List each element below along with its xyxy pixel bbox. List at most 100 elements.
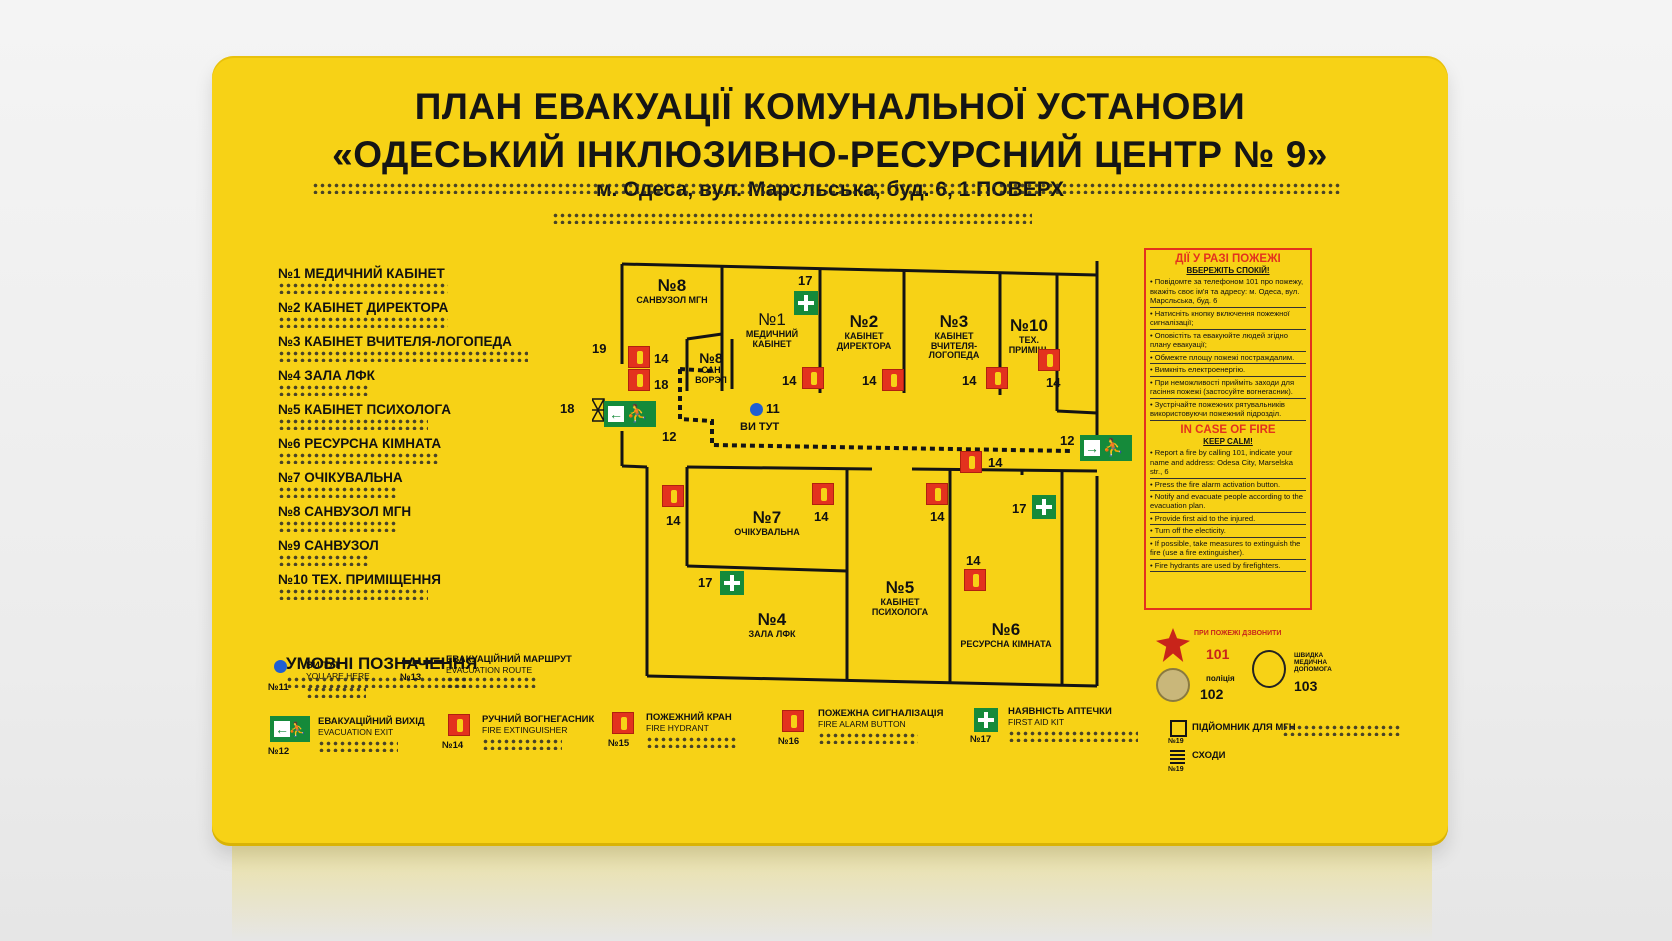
you-are-here-marker bbox=[750, 403, 763, 416]
fire-extinguisher-legend-icon bbox=[448, 714, 470, 736]
room-10-label: №10 ТЕХ. ПРИМІЩ. bbox=[1000, 316, 1058, 355]
legend-exit-en: EVACUATION EXIT bbox=[318, 727, 394, 737]
legend-you-here-ua: ВИ ТУТ bbox=[306, 660, 340, 671]
label-14: 14 bbox=[666, 513, 681, 528]
arrow-right-icon: → bbox=[1084, 440, 1100, 456]
floor-plan: №8 САНВУЗОЛ МГН №8 САН ВОРЭЛ №1 МЕДИЧНИЙ… bbox=[560, 261, 1132, 731]
legend-lift: ПІДЙОМНИК ДЛЯ МГН bbox=[1192, 722, 1296, 733]
fire-extinguisher-icon bbox=[964, 569, 986, 591]
fire-extinguisher-icon bbox=[926, 483, 948, 505]
panel-en-item: • If possible, take measures to extingui… bbox=[1150, 539, 1306, 560]
room-1-name: МЕДИЧНИЙ КАБІНЕТ bbox=[745, 328, 799, 349]
braille-legend-3 bbox=[318, 740, 398, 752]
room-10-number: №10 bbox=[1010, 316, 1048, 335]
room-8b-label: №8 САН ВОРЭЛ bbox=[688, 350, 734, 386]
evacuation-route-legend-icon bbox=[402, 660, 442, 664]
braille-legend-2 bbox=[446, 676, 536, 688]
running-person-icon: ⛹ bbox=[288, 721, 306, 737]
panel-en-subheading: KEEP CALM! bbox=[1203, 437, 1253, 447]
label-17: 17 bbox=[698, 575, 713, 590]
braille-legend-heading bbox=[286, 676, 466, 688]
legend-aid-number: №17 bbox=[970, 734, 992, 745]
room-7-label: №7 ОЧІКУВАЛЬНА bbox=[702, 508, 832, 538]
legend-exit: ЕВАКУАЦІЙНИЙ ВИХІД EVACUATION EXIT bbox=[318, 716, 425, 737]
room-3-number: №3 bbox=[939, 312, 969, 331]
label-14: 14 bbox=[930, 509, 945, 524]
police-badge-icon bbox=[1156, 668, 1190, 702]
room-4-label: №4 ЗАЛА ЛФК bbox=[712, 610, 832, 640]
police-label: поліція bbox=[1206, 674, 1235, 683]
arrow-left-icon: ← bbox=[608, 406, 624, 422]
label-14: 14 bbox=[782, 373, 797, 388]
fire-alarm-icon bbox=[986, 367, 1008, 389]
panel-ua-item: • Вимкніть електроенергію. bbox=[1150, 365, 1306, 377]
label-14: 14 bbox=[862, 373, 877, 388]
braille-legend-1 bbox=[306, 686, 366, 698]
braille-title-2 bbox=[552, 212, 1032, 224]
running-person-icon: ⛹ bbox=[1102, 438, 1124, 457]
legend-route-ua: ЕВАКУАЦІЙНИЙ МАРШРУТ bbox=[446, 654, 572, 665]
fire-alarm-icon bbox=[802, 367, 824, 389]
room-3-name: КАБІНЕТ ВЧИТЕЛЯ-ЛОГОПЕДА bbox=[928, 330, 980, 361]
label-14: 14 bbox=[966, 553, 981, 568]
legend-hydrant: ПОЖЕЖНИЙ КРАН FIRE HYDRANT bbox=[646, 712, 732, 733]
fire-alarm-icon bbox=[1038, 349, 1060, 371]
exit-sign-east: →⛹ bbox=[1080, 435, 1132, 461]
title-line-1: ПЛАН ЕВАКУАЦІЇ КОМУНАЛЬНОЇ УСТАНОВИ bbox=[414, 86, 1246, 127]
room-5-number: №5 bbox=[885, 578, 915, 597]
legend-alarm-en: FIRE ALARM BUTTON bbox=[818, 719, 906, 729]
room-2-number: №2 bbox=[849, 312, 879, 331]
room-8b-name: САН ВОРЭЛ bbox=[695, 365, 727, 386]
legend-extinguisher-en: FIRE EXTINGUISHER bbox=[482, 725, 568, 735]
legend-you-here-number: №11 bbox=[268, 682, 289, 693]
braille-legend-6 bbox=[818, 732, 918, 744]
room-list-8: №8 САНВУЗОЛ МГН bbox=[278, 504, 412, 519]
panel-ua-item: • Повідомте за телефоном 101 про пожежу,… bbox=[1150, 277, 1306, 308]
room-list-10: №10 ТЕХ. ПРИМІЩЕННЯ bbox=[278, 572, 441, 587]
room-list-4: №4 ЗАЛА ЛФК bbox=[278, 368, 375, 383]
panel-en-item: • Report a fire by calling 101, indicate… bbox=[1150, 448, 1306, 479]
room-8a-number: №8 bbox=[657, 276, 687, 295]
room-list-3: №3 КАБІНЕТ ВЧИТЕЛЯ-ЛОГОПЕДА bbox=[278, 334, 512, 349]
legend-alarm-number: №16 bbox=[778, 736, 800, 747]
fire-call-number: 101 bbox=[1206, 646, 1230, 662]
evacuation-plan-sign: ПЛАН ЕВАКУАЦІЇ КОМУНАЛЬНОЇ УСТАНОВИ «ОДЕ… bbox=[212, 56, 1448, 846]
room-list-1: №1 МЕДИЧНИЙ КАБІНЕТ bbox=[278, 266, 445, 281]
ambulance-emblem-icon bbox=[1252, 650, 1286, 688]
fire-alarm-icon bbox=[812, 483, 834, 505]
braille-legend-8 bbox=[1282, 724, 1402, 736]
fire-hydrant-legend-icon bbox=[612, 712, 634, 734]
room-list-6: №6 РЕСУРСНА КІМНАТА bbox=[278, 436, 442, 451]
legend-hydrant-number: №15 bbox=[608, 738, 630, 749]
room-list-5: №5 КАБІНЕТ ПСИХОЛОГА bbox=[278, 402, 452, 417]
room-6-label: №6 РЕСУРСНА КІМНАТА bbox=[956, 620, 1056, 650]
first-aid-legend-icon bbox=[974, 708, 998, 732]
label-14: 14 bbox=[962, 373, 977, 388]
room-3-label: №3 КАБІНЕТ ВЧИТЕЛЯ-ЛОГОПЕДА bbox=[914, 312, 994, 361]
legend-stairs: СХОДИ bbox=[1192, 750, 1226, 761]
legend-hydrant-en: FIRE HYDRANT bbox=[646, 723, 709, 733]
legend-exit-number: №12 bbox=[268, 746, 290, 757]
room-6-number: №6 bbox=[991, 620, 1021, 639]
panel-en-heading: IN CASE OF FIRE bbox=[1180, 423, 1276, 436]
you-are-here-legend-icon bbox=[274, 660, 287, 673]
panel-ua-item: • Зустрічайте пожежних рятувальників вик… bbox=[1150, 400, 1306, 421]
label-14: 14 bbox=[988, 455, 1003, 470]
room-list-7: №7 ОЧІКУВАЛЬНА bbox=[278, 470, 403, 485]
label-17: 17 bbox=[1012, 501, 1027, 516]
braille-room-1 bbox=[278, 282, 448, 294]
legend-route-number: №13 bbox=[400, 672, 422, 683]
fire-extinguisher-icon bbox=[628, 369, 650, 391]
braille-room-2 bbox=[278, 316, 448, 328]
title-line-2: «ОДЕСЬКИЙ ІНКЛЮЗИВНО-РЕСУРСНИЙ ЦЕНТР № 9… bbox=[332, 134, 1328, 175]
legend-you-here-en: YOU ARE HERE bbox=[306, 671, 370, 681]
legend-extinguisher-ua: РУЧНИЙ ВОГНЕГАСНИК bbox=[482, 714, 595, 725]
panel-en-item: • Press the fire alarm activation button… bbox=[1150, 480, 1306, 491]
panel-en-item: • Fire hydrants are used by firefighters… bbox=[1150, 561, 1306, 573]
room-5-label: №5 КАБІНЕТ ПСИХОЛОГА bbox=[854, 578, 946, 617]
legend-route-en: EVACUATION ROUTE bbox=[446, 665, 533, 675]
legend-lift-number: №19 bbox=[1168, 738, 1184, 745]
panel-en-item: • Notify and evacuate people according t… bbox=[1150, 492, 1306, 513]
panel-ua-heading: ДІЇ У РАЗІ ПОЖЕЖІ bbox=[1175, 253, 1281, 265]
room-7-number: №7 bbox=[752, 508, 782, 527]
